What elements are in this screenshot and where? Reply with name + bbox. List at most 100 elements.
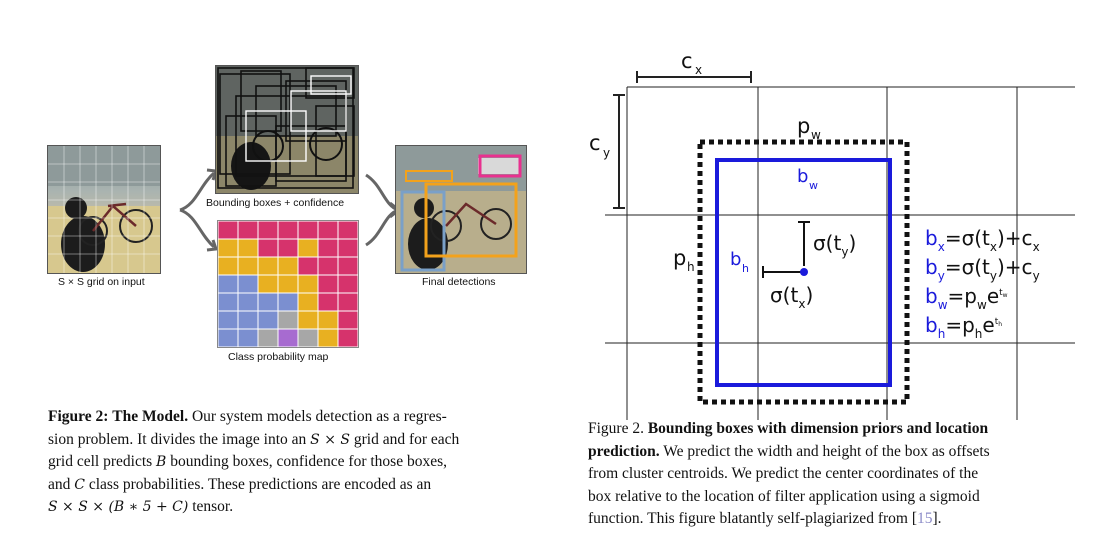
caption-text: tensor. [192,498,234,515]
class-map-cell [277,256,299,276]
class-probability-map [217,220,359,348]
classmap-label: Class probability map [228,351,329,363]
figure-title: prediction. [588,442,660,460]
class-map-cell [257,256,279,276]
split-arrows [179,168,218,252]
class-map-cell [277,310,299,330]
class-map-cell [218,274,239,294]
class-map-cell [317,310,339,330]
center-point [800,268,808,276]
pw-sub: w [811,128,821,142]
input-image-grid [47,145,161,274]
equations: bx=σ(tx)+cx by=σ(ty)+cy bw=pwetw bh=phet… [925,226,1040,341]
math-expression: C [74,476,85,493]
final-photo-svg [396,146,526,273]
caption-line-5: S × S × (B ∗ 5 + C) tensor. [48,496,524,519]
class-map-cell [257,274,279,294]
class-map-cell [277,221,299,240]
class-map-cell [257,310,279,330]
class-map-cell [218,292,239,312]
class-map-cell [257,238,279,258]
caption-text: grid and for each [353,430,460,448]
class-map-cell [237,221,259,240]
class-map-cell [237,310,259,330]
class-map-cell [317,238,339,258]
class-map-cell [237,238,259,258]
class-map-cell [257,328,279,347]
caption-text: bounding boxes, confidence for those box… [170,453,447,470]
class-map-cell [297,238,319,258]
math-expression: S × S [310,431,350,448]
class-map-cell [317,328,339,347]
caption-line-4: and C class probabilities. These predict… [48,474,524,497]
ty-measure [798,221,810,266]
prior-box [697,139,910,405]
eq-bh: bh=pheth [925,313,1002,341]
bw-label: b [797,166,808,187]
class-map-svg [218,221,358,347]
class-map-cell [237,292,259,312]
class-map-cell [297,328,319,347]
class-map-cell [337,328,358,347]
final-detections-image [395,145,527,274]
caption-line-1: Figure 2. Bounding boxes with dimension … [588,418,1070,441]
left-figure: S × S grid on input Bo [40,60,530,390]
class-map-cell [237,328,259,347]
cx-sub: x [695,63,702,77]
caption-line-3: grid cell predicts B bounding boxes, con… [48,451,524,474]
class-map-cell [297,292,319,312]
cy-measure [613,94,625,209]
class-map-cell [297,310,319,330]
class-map-cell [317,221,339,240]
bw-sub: w [809,179,818,192]
sigma-tx-label: σ(tx) [770,283,813,311]
class-map-cell [218,221,239,240]
caption-text: sion problem. It divides the image into … [48,430,307,448]
eq-by: by=σ(ty)+cy [925,255,1040,283]
caption-text: grid cell predicts [48,453,153,470]
class-map-cell [237,274,259,294]
caption-line-2: prediction. We predict the width and hei… [588,441,1070,464]
bbox-label: Bounding boxes + confidence [206,197,345,209]
figure-label: Figure 2: [48,408,109,425]
pw-label: p [797,114,810,138]
bh-sub: h [742,262,749,275]
caption-text: class probabilities. These predictions a… [88,475,432,493]
ph-sub: h [687,260,695,274]
class-map-cell [337,238,358,258]
class-map-cell [317,292,339,312]
cx-measure [636,71,752,83]
class-map-cell [218,328,239,347]
caption-text: function. This figure blatantly self-pla… [588,510,917,527]
figure-title: The Model. [112,408,189,425]
cy-sub: y [603,146,610,160]
class-map-cell [277,274,299,294]
class-map-cell [337,274,358,294]
ph-label: p [673,246,686,270]
class-map-cell [297,274,319,294]
class-map-cell [277,292,299,312]
math-expression: B [156,454,167,470]
class-map-cell [237,256,259,276]
class-map-cell [337,221,358,240]
eq-bw: bw=pwetw [925,284,1008,312]
figure-title: Bounding boxes with dimension priors and… [647,420,989,437]
cy-label: c [589,131,601,155]
caption-line-1: Figure 2: The Model. Our system models d… [48,406,524,429]
class-map-cell [337,256,358,276]
caption-line-5: function. This figure blatantly self-pla… [588,508,1070,531]
right-caption: Figure 2. Bounding boxes with dimension … [588,418,1070,531]
class-map-cell [218,310,239,330]
anchor-box-diagram: c x c y p w p h b w b h σ(ty) σ(tx) bx=σ… [589,49,1075,420]
class-map-cell [218,238,239,258]
class-map-cell [317,256,339,276]
cx-label: c [681,49,693,73]
eq-bx: bx=σ(tx)+cx [925,226,1040,254]
class-map-cell [317,274,339,294]
figure-label: Figure 2. [588,420,644,437]
bh-label: b [730,249,741,270]
class-map-cell [257,221,279,240]
caption-line-2: sion problem. It divides the image into … [48,429,524,452]
citation-link[interactable]: 15 [916,510,933,527]
grid-label: S × S grid on input [58,276,145,288]
